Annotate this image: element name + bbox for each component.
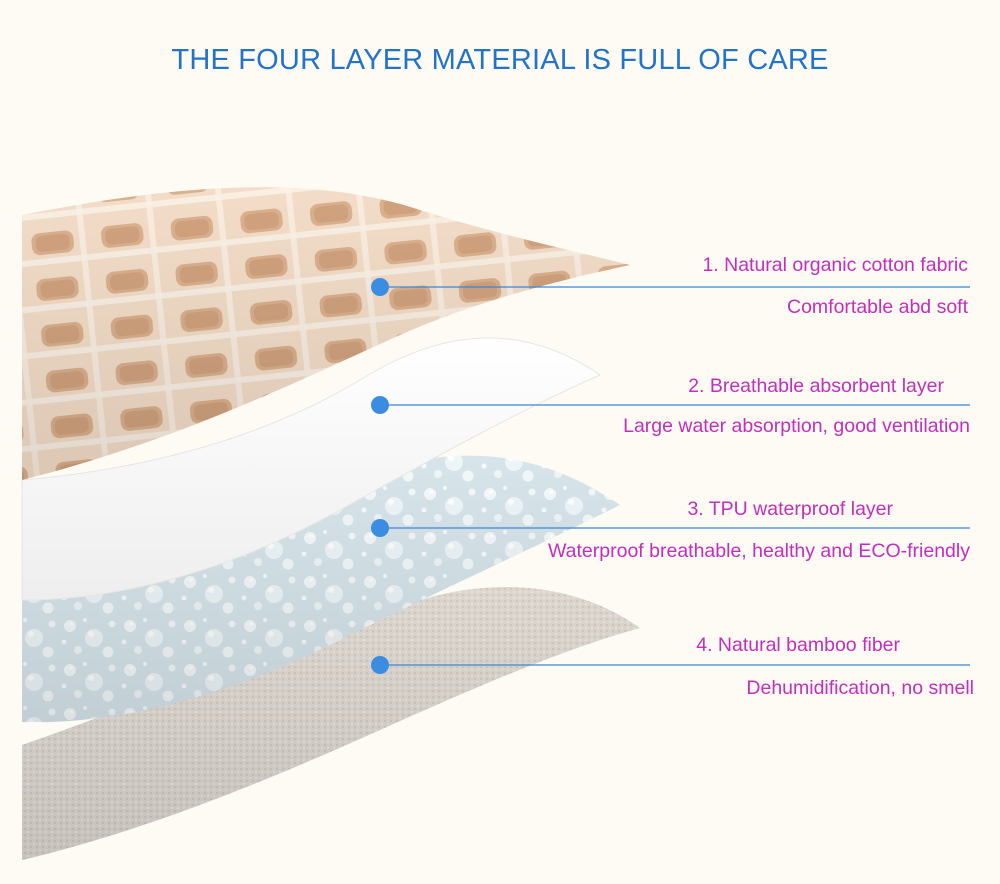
marker-dot-2 <box>371 396 389 414</box>
layer-3-description: Waterproof breathable, healthy and ECO-f… <box>547 540 970 562</box>
layer-4-name: 4. Natural bamboo fiber <box>696 634 900 656</box>
layer-1-name: 1. Natural organic cotton fabric <box>702 254 968 276</box>
layer-2-name: 2. Breathable absorbent layer <box>688 375 944 397</box>
layer-4-description: Dehumidification, no smell <box>746 677 974 699</box>
layer-1-description: Comfortable abd soft <box>786 296 968 318</box>
layer-3-name: 3. TPU waterproof layer <box>687 498 893 520</box>
marker-dot-3 <box>371 519 389 537</box>
absorbent-layer <box>21 337 602 601</box>
marker-dot-1 <box>371 278 389 296</box>
marker-dot-4 <box>371 656 389 674</box>
layer-2-description: Large water absorption, good ventilation <box>623 415 970 437</box>
page-title: THE FOUR LAYER MATERIAL IS FULL OF CARE <box>171 44 829 76</box>
